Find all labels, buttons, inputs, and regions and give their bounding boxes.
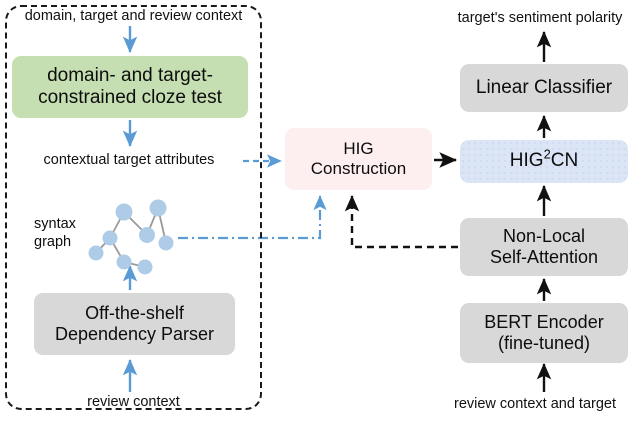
syntax-graph-nodes xyxy=(88,199,174,275)
dependency-parser-box[interactable]: Off-the-shelf Dependency Parser xyxy=(34,293,235,355)
linear-classifier-label: Linear Classifier xyxy=(475,76,613,98)
hig-construction-box[interactable]: HIG Construction xyxy=(285,128,432,190)
contextual-attributes-label: contextual target attributes xyxy=(43,152,215,168)
linear-classifier-box[interactable]: Linear Classifier xyxy=(460,64,628,112)
dependency-parser-line1: Off-the-shelf xyxy=(85,302,184,323)
cloze-test-box[interactable]: domain- and target- constrained cloze te… xyxy=(12,56,248,118)
syntax-graph-node xyxy=(88,245,104,261)
non-local-self-attention-box[interactable]: Non-Local Self-Attention xyxy=(460,218,628,276)
syntax-graph-label-line2: graph xyxy=(34,233,72,250)
right-bottom-input-label: review context and target xyxy=(453,396,616,412)
syntax-graph-label: syntax graph xyxy=(34,216,92,252)
non-local-self-attention-line1: Non-Local xyxy=(502,225,586,246)
syntax-graph-node xyxy=(137,259,153,275)
syntax-graph-label-line1: syntax xyxy=(34,216,76,232)
higcn-superscript: 2 xyxy=(543,146,551,162)
higcn-label: HIG2CN xyxy=(509,146,579,172)
higcn-suffix: CN xyxy=(550,150,579,172)
syntax-graph-node xyxy=(149,199,167,217)
hig-construction-line1: HIG xyxy=(343,138,374,158)
higcn-prefix: HIG xyxy=(509,150,544,172)
syntax-graph-node xyxy=(139,227,155,243)
bert-encoder-line2: (fine-tuned) xyxy=(497,333,591,353)
bert-encoder-line1: BERT Encoder xyxy=(484,311,604,332)
dependency-parser-line2: Dependency Parser xyxy=(54,324,215,344)
cloze-test-line1: domain- and target- xyxy=(47,64,213,86)
syntax-graph-node xyxy=(115,203,133,221)
syntax-graph-node xyxy=(102,230,118,246)
left-module-dashed-container xyxy=(5,5,262,410)
left-bottom-input-label: review context xyxy=(87,394,180,410)
syntax-graph-node xyxy=(158,235,174,251)
left-input-label: domain, target and review context xyxy=(24,8,243,24)
bert-encoder-box[interactable]: BERT Encoder (fine-tuned) xyxy=(460,303,628,363)
higcn-box[interactable]: HIG2CN xyxy=(460,140,628,183)
cloze-test-line2: constrained cloze test xyxy=(38,87,222,108)
hig-construction-line2: Construction xyxy=(310,159,407,178)
right-output-label: target's sentiment polarity xyxy=(457,10,623,26)
syntax-graph-node xyxy=(116,254,132,270)
arrow-syntax-graph-to-hig-construction xyxy=(178,195,327,240)
non-local-self-attention-line2: Self-Attention xyxy=(489,247,599,267)
